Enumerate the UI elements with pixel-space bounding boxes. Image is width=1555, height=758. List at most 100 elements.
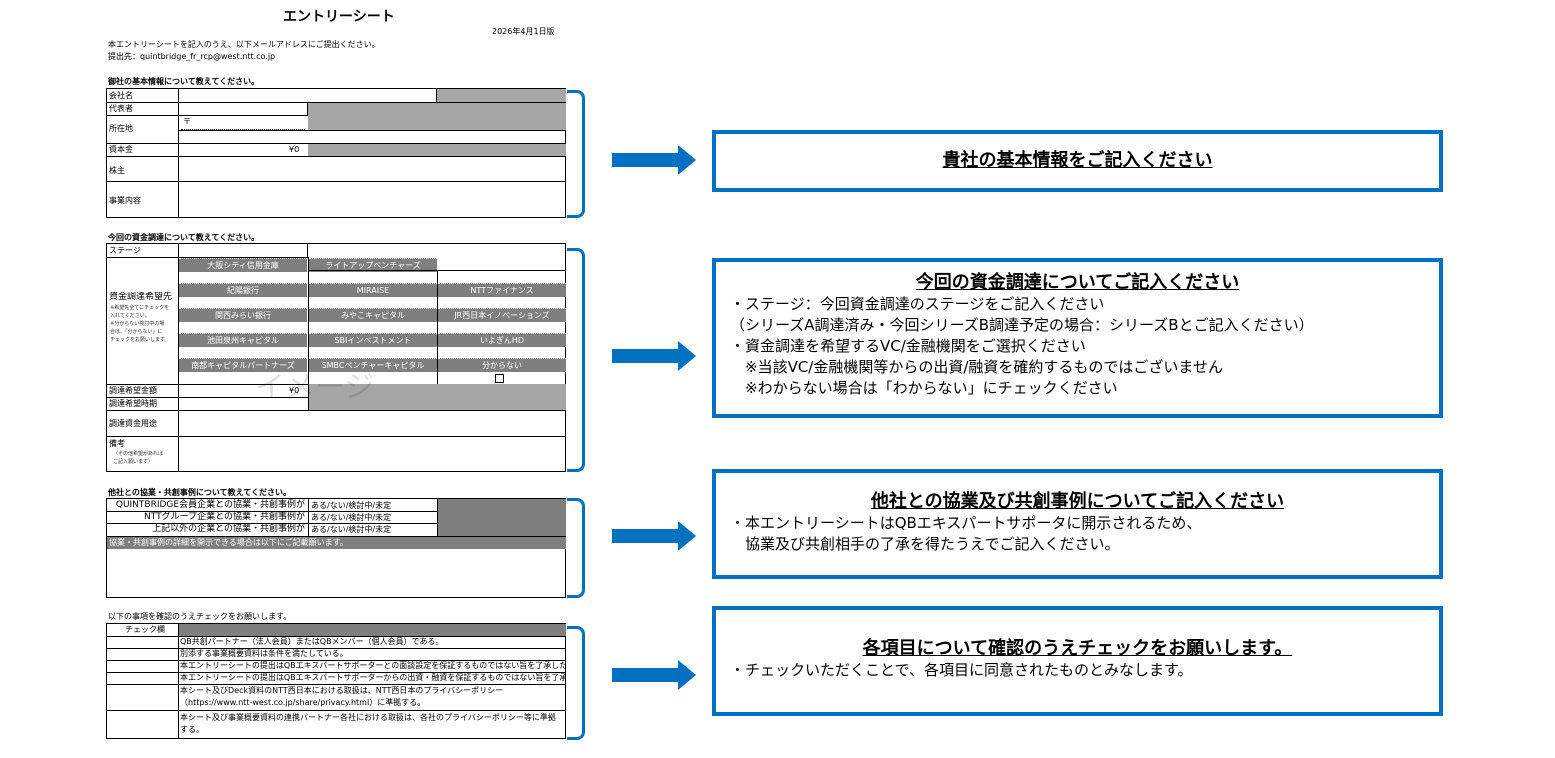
check-item-5a: 本シート及びDeck資料のNTT西日本における取扱は、NTT西日本のプライバシー… xyxy=(180,686,504,695)
panel-basic-info-title: 貴社の基本情報をご記入ください xyxy=(942,150,1213,171)
business-input[interactable] xyxy=(179,182,565,216)
collab-row-1-label: QUINTBRIDGE会員企業との協業・共創事例が xyxy=(115,500,305,510)
remarks-label: 備考 xyxy=(109,439,125,448)
check-cell-5[interactable] xyxy=(108,685,177,709)
panel-funding-line-5: ※わからない場合は「わからない」にチェックください xyxy=(730,379,1118,397)
collab-row-3-select[interactable]: ある/ない/検討中/未定 xyxy=(311,525,392,534)
stage-input[interactable] xyxy=(178,244,308,257)
stage-label: ステージ xyxy=(109,246,141,255)
amount-label: 調達希望金額 xyxy=(109,386,157,395)
panel-funding-title: 今回の資金調達についてご記入ください xyxy=(915,272,1240,293)
check-cell-2[interactable] xyxy=(108,649,177,659)
amount-value[interactable]: ¥0 xyxy=(289,386,300,395)
check-item-4: 本エントリーシートの提出はQBエキスパートサポーターからの出資・融資を保証するも… xyxy=(180,673,566,682)
check-item-1: QB共創パートナー（法人会員）またはQBメンバー（個人会員）である。 xyxy=(180,637,444,646)
option-ikeda-senshu-capital[interactable]: 池田泉州キャピタル xyxy=(179,333,307,347)
use-input[interactable] xyxy=(179,411,565,435)
sheet-version: 2026年4月1日版 xyxy=(492,27,555,36)
funding-target-note: ※希望先全てにチェックを 入れてください。 ※分からない検討中の場 合は、「分か… xyxy=(110,305,170,343)
arrow-right-icon xyxy=(612,521,696,551)
representative-input[interactable] xyxy=(178,102,308,115)
check-cell-4[interactable] xyxy=(108,673,177,683)
unknown-checkbox[interactable] xyxy=(495,374,504,383)
sample-watermark: イメージ xyxy=(255,370,375,405)
section4-heading: 以下の事項を確認のうえチェックをお願いします。 xyxy=(108,612,292,621)
section3-table: QUINTBRIDGE会員企業との協業・共創事例が ある/ない/検討中/未定 N… xyxy=(106,498,566,598)
check-cell-6[interactable] xyxy=(108,711,177,737)
section2-heading: 今回の資金調達について教えてください。 xyxy=(108,233,260,242)
bracket-section4 xyxy=(567,626,585,740)
representative-label: 代表者 xyxy=(109,104,133,113)
option-miraise[interactable]: MIRAISE xyxy=(309,283,437,297)
use-label: 調達資金用途 xyxy=(109,419,157,428)
panel-collaboration-line-2: 協業及び共創相手の了承を得たうえでご記入ください。 xyxy=(730,535,1120,553)
option-miyako-capital[interactable]: みやこキャピタル xyxy=(309,308,437,322)
sheet-title: エントリーシート xyxy=(283,9,395,25)
panel-collaboration-line-1: ・本エントリーシートはQBエキスパートサポータに開示されるため、 xyxy=(730,514,1202,532)
check-item-2: 別添する事業概要資料は条件を満たしている。 xyxy=(180,649,348,658)
sheet-submit-address: 提出先：quintbridge_fr_rcp@west.ntt.co.jp xyxy=(108,52,276,61)
section3-heading: 他社との協業・共創事例について教えてください。 xyxy=(108,488,292,497)
section1-table: 〒 会社名 代表者 所在地 資本金 ¥0 株主 事業内容 xyxy=(106,88,566,218)
panel-funding-line-3: ・資金調達を希望するVC/金融機関をご選択ください xyxy=(730,337,1086,355)
arrow-right-icon xyxy=(612,341,696,371)
arrow-right-icon xyxy=(612,145,696,175)
check-item-6a: 本シート及び事業概要資料の連携パートナー各社における取扱は、各社のプライバシーポ… xyxy=(180,713,556,722)
option-iyogin-hd[interactable]: いよぎんHD xyxy=(438,333,566,347)
panel-confirmation-line-1: ・チェックいただくことで、各項目に同意されたものとみなします。 xyxy=(730,661,1193,679)
bracket-section2 xyxy=(567,248,585,472)
collab-detail-label: 協業・共創事例の詳細を開示できる場合は以下にご記載願います。 xyxy=(109,538,348,547)
collab-row-2-label: NTTグループ企業との協業・共創事例が xyxy=(144,512,305,522)
bracket-section3 xyxy=(567,498,585,598)
section4-table: チェック欄 QB共創パートナー（法人会員）またはQBメンバー（個人会員）である。… xyxy=(106,623,566,739)
remarks-input[interactable] xyxy=(179,437,565,470)
entry-sheet: エントリーシート 2026年4月1日版 本エントリーシートを記入のうえ、以下メー… xyxy=(100,0,575,758)
option-nanto-capital-partners[interactable]: 南都キャピタルパートナーズ xyxy=(179,358,307,372)
shareholders-label: 株主 xyxy=(109,166,125,175)
shareholders-input[interactable] xyxy=(179,157,565,180)
panel-collaboration-title: 他社との協業及び共創事例についてご記入ください xyxy=(870,491,1285,512)
option-osaka-city-shinkin[interactable]: 大阪シティ信用金庫 xyxy=(179,258,307,272)
address-input[interactable] xyxy=(179,131,565,142)
collab-row-3-label: 上記以外の企業との協業・共創事例が xyxy=(152,524,305,534)
panel-funding: 今回の資金調達についてご記入ください ・ステージ：今回資金調達のステージをご記入… xyxy=(712,258,1443,418)
collab-detail-input[interactable] xyxy=(108,550,565,596)
postal-mark: 〒 xyxy=(183,117,191,126)
panel-funding-line-1: ・ステージ：今回資金調達のステージをご記入ください xyxy=(730,295,1105,313)
option-sbi-investment[interactable]: SBIインベストメント xyxy=(309,333,437,347)
panel-collaboration: 他社との協業及び共創事例についてご記入ください ・本エントリーシートはQBエキス… xyxy=(712,469,1443,579)
bracket-section1 xyxy=(567,90,585,218)
panel-confirmation-title: 各項目について確認のうえチェックをお願いします。 xyxy=(862,638,1293,659)
company-name-input[interactable] xyxy=(178,89,437,102)
collab-row-1-select[interactable]: ある/ない/検討中/未定 xyxy=(311,501,392,510)
capital-value[interactable]: ¥0 xyxy=(289,145,300,154)
section1-heading: 御社の基本情報について教えてください。 xyxy=(108,77,260,86)
funding-target-label: 資金調達希望先 xyxy=(109,292,173,302)
sheet-intro: 本エントリーシートを記入のうえ、以下メールアドレスにご提出ください。 xyxy=(108,40,380,49)
company-name-label: 会社名 xyxy=(109,91,133,100)
option-unknown[interactable]: 分からない xyxy=(438,358,566,372)
option-kiyo-bank[interactable]: 紀陽銀行 xyxy=(179,283,307,297)
option-ntt-finance[interactable]: NTTファイナンス xyxy=(438,283,566,297)
panel-funding-line-4: ※当該VC/金融機関等からの出資/融資を確約するものではございません xyxy=(730,358,1223,376)
remarks-note: （その他希望があれば ご記入願います） xyxy=(113,451,164,465)
collab-row-2-select[interactable]: ある/ない/検討中/未定 xyxy=(311,513,392,522)
check-item-3: 本エントリーシートの提出はQBエキスパートサポーターとの面談設定を保証するもので… xyxy=(180,661,566,670)
address-label: 所在地 xyxy=(109,124,133,133)
panel-confirmation: 各項目について確認のうえチェックをお願いします。 ・チェックいただくことで、各項… xyxy=(712,606,1443,716)
check-column-header: チェック欄 xyxy=(125,625,165,634)
business-label: 事業内容 xyxy=(109,196,141,205)
timing-label: 調達希望時期 xyxy=(109,399,157,408)
section2-table: ステージ 資金調達希望先 ※希望先全てにチェックを 入れてください。 ※分からな… xyxy=(106,243,566,472)
option-smbc-venture-capital[interactable]: SMBCベンチャーキャピタル xyxy=(309,358,437,372)
option-lightup-ventures[interactable]: ライトアップベンチャーズ xyxy=(309,258,437,272)
check-cell-1[interactable] xyxy=(108,637,177,647)
check-item-6b: する。 xyxy=(180,725,204,734)
arrow-right-icon xyxy=(612,660,696,690)
panel-funding-line-2: （シリーズA調達済み・今回シリーズB調達予定の場合：シリーズBとご記入ください） xyxy=(730,316,1314,334)
capital-label: 資本金 xyxy=(109,145,133,154)
check-item-5b: （https://www.ntt-west.co.jp/share/privac… xyxy=(180,698,426,707)
option-kansai-mirai-bank[interactable]: 関西みらい銀行 xyxy=(179,308,307,322)
option-jr-west-innovations[interactable]: JR西日本イノベーションズ xyxy=(438,308,566,322)
check-cell-3[interactable] xyxy=(108,661,177,671)
